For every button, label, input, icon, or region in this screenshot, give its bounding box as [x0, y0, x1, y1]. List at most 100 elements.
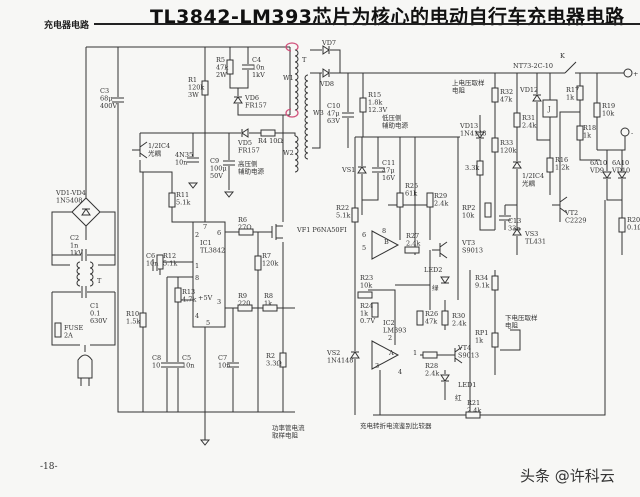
- relay-j: [542, 99, 558, 118]
- label-r24: 1k: [360, 310, 368, 318]
- label-r24: 0.7V: [360, 317, 375, 325]
- label-c1: C1: [90, 302, 99, 310]
- label-r25: 61k: [405, 190, 417, 198]
- label-c7: 10n: [218, 362, 230, 370]
- label-r19: R19: [602, 102, 615, 110]
- resistor-r32: [491, 87, 499, 103]
- label-power-tube: 取样电阻: [272, 431, 299, 440]
- label-r34: R34: [475, 274, 488, 282]
- label-r7: R7: [262, 252, 271, 260]
- label-r1: 120k: [188, 84, 204, 92]
- label-pb6: 6: [362, 231, 366, 239]
- transformer-winding-w1: [291, 49, 299, 111]
- label-r25: R25: [405, 182, 418, 190]
- label-down-sample: 下电压取样: [505, 313, 538, 322]
- label-r16: 1.2k: [555, 164, 569, 172]
- resistor-3k3: [476, 160, 484, 176]
- label-c1: 0.1: [90, 310, 100, 318]
- diode-vd7: [322, 45, 330, 55]
- label-fuse: FUSE: [64, 324, 83, 332]
- label-green: 绿: [432, 283, 439, 292]
- mosfet-vf1: [271, 224, 283, 240]
- label-r20: 0.1Ω: [627, 224, 640, 232]
- header-rule: [94, 23, 640, 25]
- label-r10: R10: [126, 310, 139, 318]
- label-pb8: 8: [382, 227, 386, 235]
- label-pa1: 1: [413, 349, 417, 357]
- label-vd5: FR157: [238, 147, 260, 155]
- label-r4: R4 10Ω: [258, 137, 283, 145]
- page-number: -18-: [40, 462, 58, 472]
- label-c11: 47μ: [382, 167, 395, 175]
- label-vt4: VT4: [457, 344, 471, 352]
- diode-vd9: [602, 171, 612, 179]
- output-negative-terminal: [620, 127, 630, 137]
- label-r17: 1k: [566, 94, 574, 102]
- capacitor-c2: [81, 249, 87, 261]
- resistor-r34: [491, 275, 499, 291]
- label-ic1: TL3842: [200, 247, 225, 255]
- label-r15: 12.3V: [368, 106, 387, 114]
- label-r33: 120k: [500, 147, 516, 155]
- label-c8: 10: [152, 362, 160, 370]
- label-r21: R21: [467, 399, 480, 407]
- label-c4: 10n: [252, 64, 264, 72]
- label-vd7: VD7: [321, 39, 336, 47]
- comparator-b: [371, 230, 400, 260]
- resistor-r7: [254, 255, 262, 271]
- label-r28: R28: [425, 362, 438, 370]
- label-vd6: FR157: [245, 102, 267, 110]
- resistor-r18: [576, 125, 584, 141]
- label-down-sample: 电阻: [505, 321, 519, 330]
- label-c13: 33n: [508, 225, 520, 233]
- watermark: 头条 @许科云: [520, 467, 615, 485]
- label-r9: 220: [238, 300, 250, 308]
- label-r22: R22: [336, 204, 349, 212]
- label-p8: 8: [195, 274, 199, 282]
- label-r29: 2.4k: [434, 200, 448, 208]
- label-r15: R15: [368, 91, 381, 99]
- led1: [440, 374, 450, 382]
- label-c11: C11: [382, 159, 395, 167]
- label-v5: +5V: [198, 294, 213, 302]
- label-t: T: [302, 56, 307, 64]
- label-vf1: VF1 P6NA50FI: [296, 226, 347, 234]
- resistor-r5: [226, 59, 234, 75]
- label-r8: R8: [264, 292, 273, 300]
- capacitor-c9: [223, 160, 235, 166]
- ic1-tl3842: [192, 221, 226, 328]
- label-w2: W2: [283, 149, 294, 157]
- diode-vs2: [350, 351, 360, 359]
- label-pb5: 5: [362, 244, 366, 252]
- resistor-r6: [238, 228, 254, 236]
- label-r21: 2.4k: [467, 407, 481, 415]
- label-c4: 1kV: [252, 71, 265, 79]
- label-w1: W1: [283, 74, 294, 82]
- label-pa4: 4: [398, 368, 402, 376]
- label-w3: W3: [313, 109, 324, 117]
- label-ic1: IC1: [200, 239, 212, 247]
- wire: [479, 73, 626, 375]
- label-r15: 1.8k: [368, 99, 382, 107]
- capacitor-c6: [152, 259, 158, 271]
- label-p6: 6: [217, 229, 221, 237]
- label-r5: 47k: [216, 64, 228, 72]
- label-hv-aux: 高压侧: [238, 159, 258, 168]
- label-ic2: IC2: [383, 319, 395, 327]
- label-r22: 5.1k: [336, 212, 350, 220]
- diode-vd5: [241, 128, 249, 138]
- capacitor-c10: [342, 112, 354, 118]
- capacitor-c3: [112, 97, 124, 103]
- section-label: 充电器电路: [44, 21, 90, 31]
- component-labels: C368μ400VR1120k3WR547k2WC410n1kVVD6FR157…: [55, 39, 640, 440]
- label-vd8: VD8: [319, 80, 334, 88]
- diode-vd13: [475, 131, 485, 139]
- label-r23: R23: [360, 274, 373, 282]
- label-r19: 10k: [602, 110, 614, 118]
- label-c1: 630V: [90, 317, 107, 325]
- label-n4n35: 4N35: [175, 151, 193, 159]
- transistor-vt2: [552, 196, 568, 214]
- zener-vs1: [357, 166, 367, 174]
- label-r16: R16: [555, 156, 568, 164]
